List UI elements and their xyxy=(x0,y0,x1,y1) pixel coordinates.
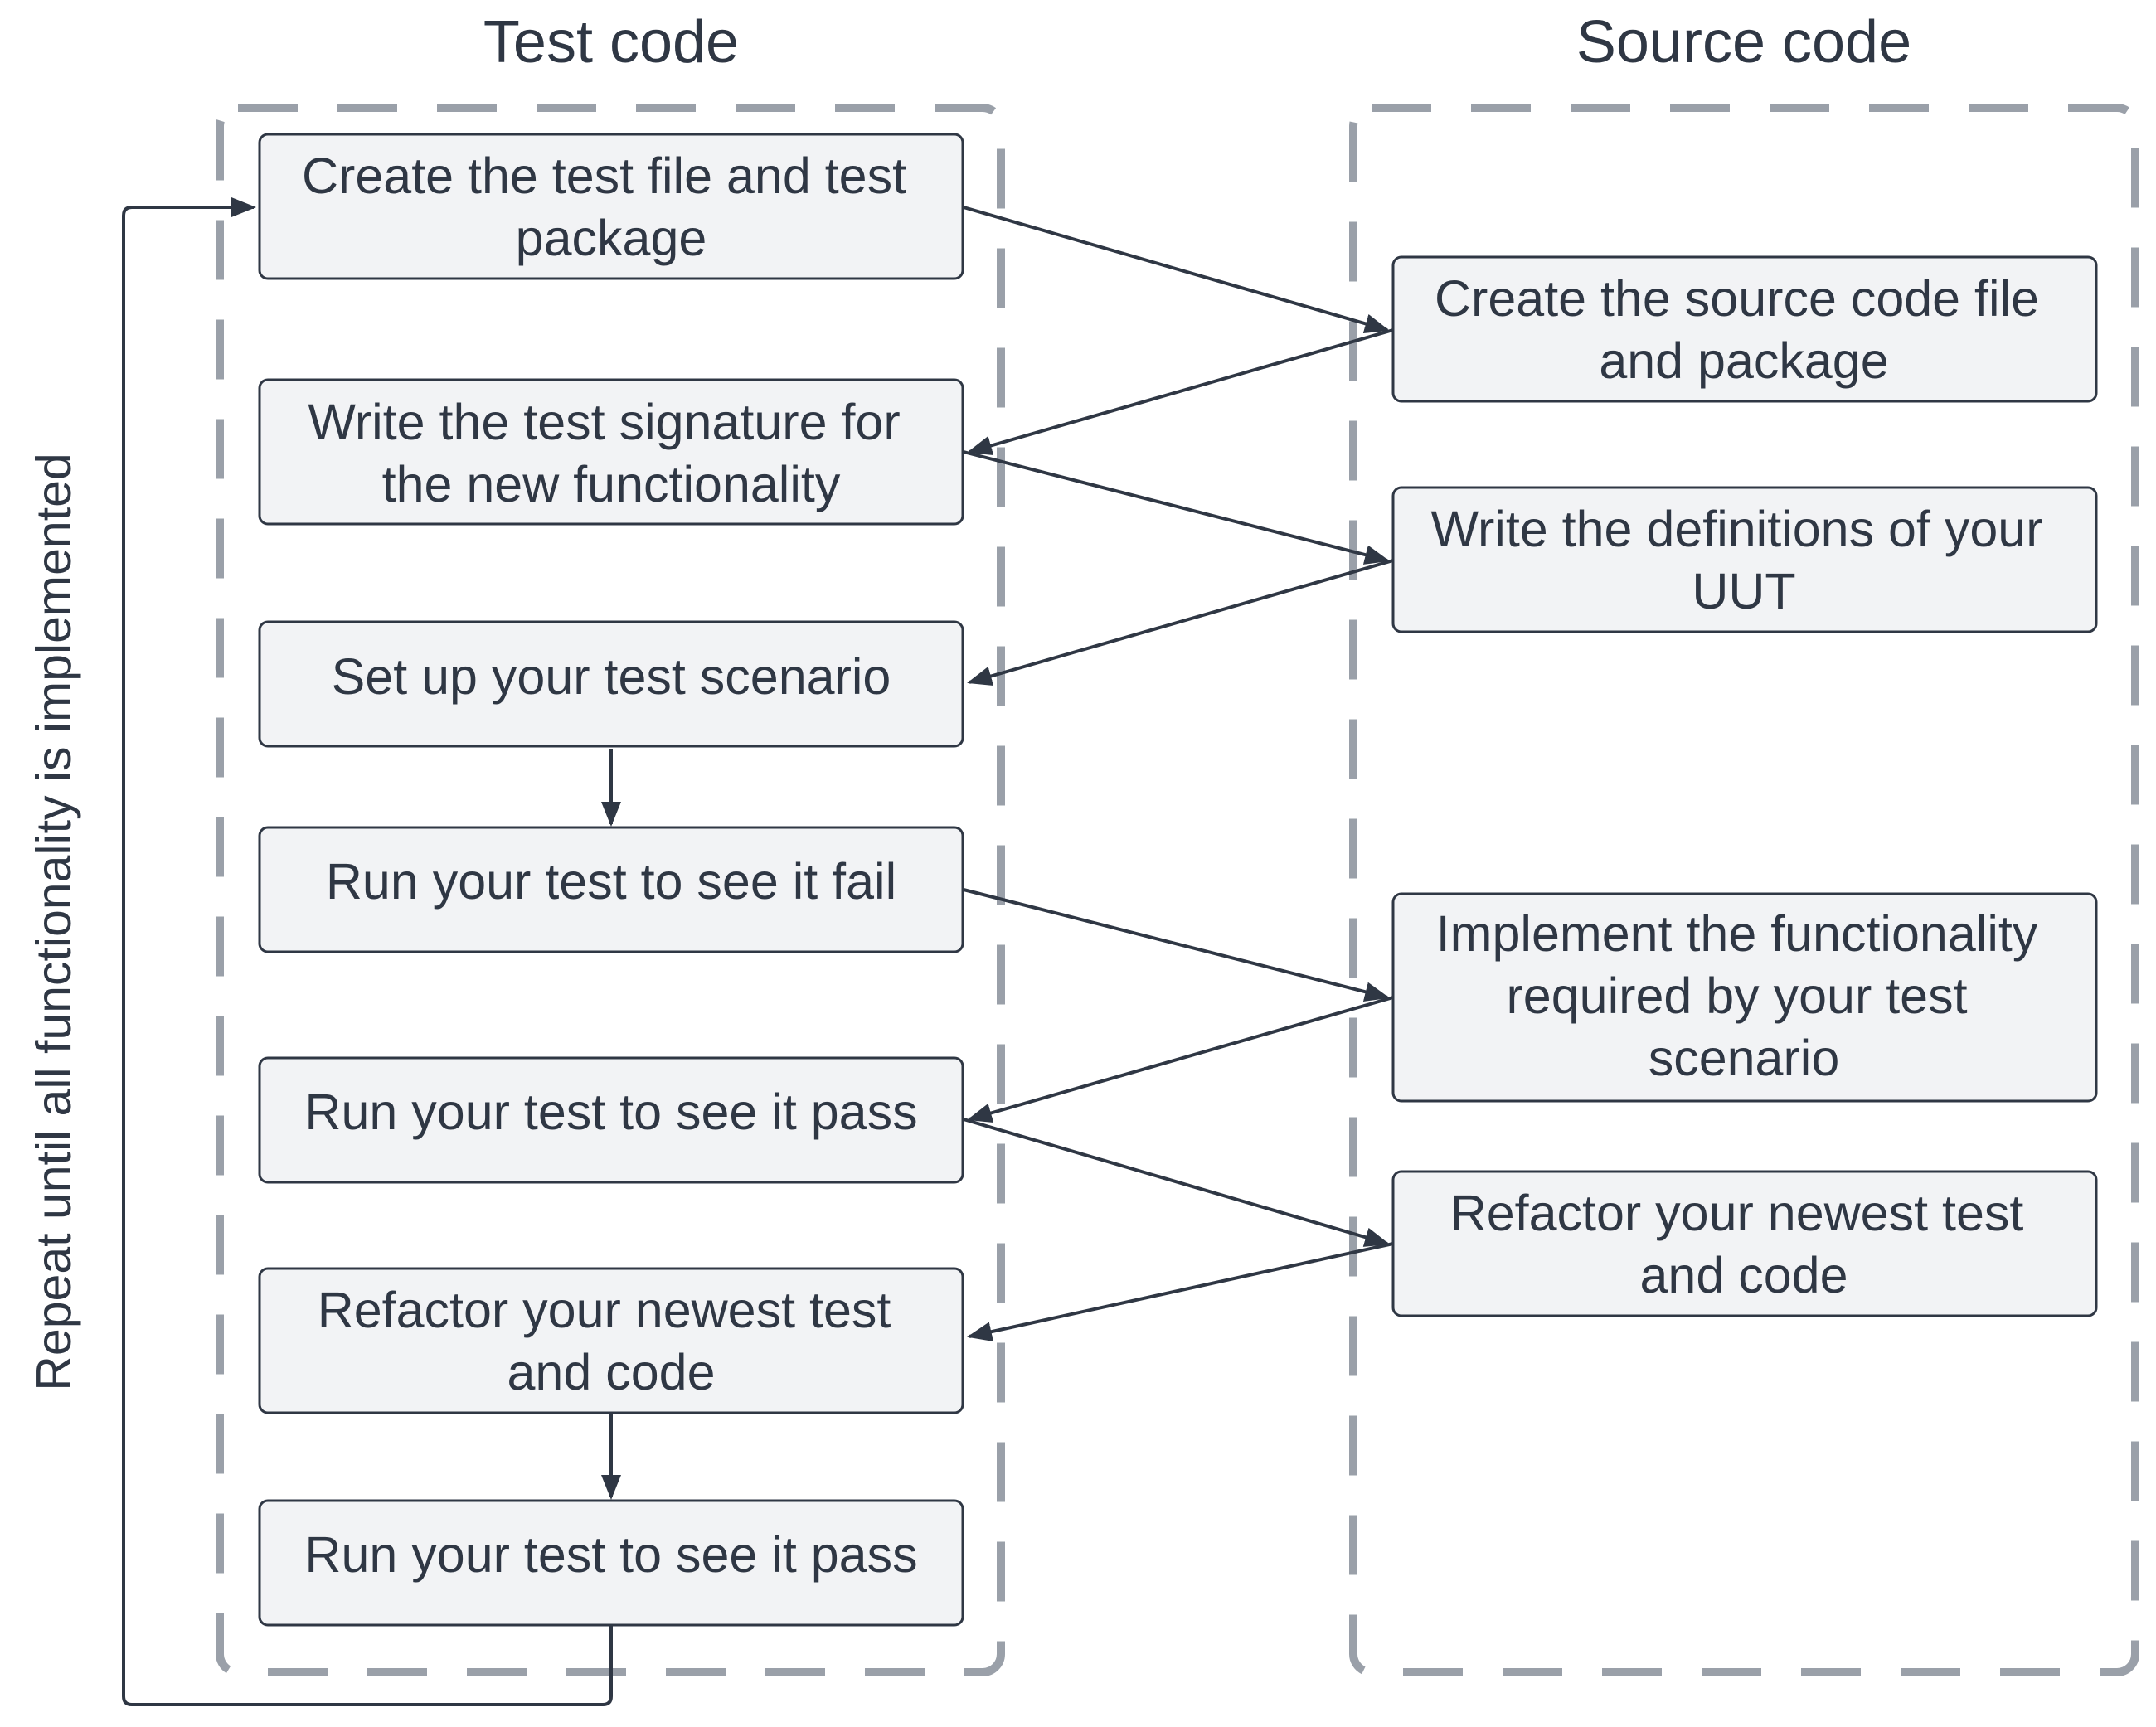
step-line: Create the source code file xyxy=(1435,270,2039,327)
loop-back-connector xyxy=(122,197,613,1706)
step-line: package xyxy=(516,210,707,266)
step-line: scenario xyxy=(1649,1030,1840,1086)
step-line: Write the definitions of your xyxy=(1431,501,2043,557)
arrow-source-definitions-to-test-setup xyxy=(967,559,1394,686)
step-test-run-fail: Run your test to see it fail xyxy=(258,826,964,953)
step-line: Set up your test scenario xyxy=(332,648,891,705)
step-source-implement: Implement the functionality required by … xyxy=(1391,892,2098,1103)
arrow-test-fail-to-source-implement xyxy=(963,888,1390,1002)
step-test-run-pass-2: Run your test to see it pass xyxy=(258,1499,964,1627)
step-source-write-definitions: Write the definitions of your UUT xyxy=(1391,486,2098,633)
arrow-source-create-to-test-signature xyxy=(967,328,1394,456)
lane-title-test-code: Test code xyxy=(483,9,739,75)
svg-text:Refactor your newest test: Refactor your newest test and code xyxy=(1450,1185,2038,1303)
svg-text:Run your test to see it fail: Run your test to see it fail xyxy=(326,853,896,910)
step-line: Run your test to see it pass xyxy=(304,1084,917,1140)
svg-text:Implement the functionality: Implement the functionality required by … xyxy=(1436,905,2052,1086)
step-line: UUT xyxy=(1692,563,1795,619)
svg-text:Run your test to see it pass: Run your test to see it pass xyxy=(304,1084,917,1140)
lane-title-source-code: Source code xyxy=(1576,9,1911,75)
svg-text:Create the source code file: Create the source code file and package xyxy=(1435,270,2053,389)
step-line: Run your test to see it fail xyxy=(326,853,896,910)
arrow-source-implement-to-test-pass xyxy=(967,996,1394,1123)
svg-text:Run your test to see it pass: Run your test to see it pass xyxy=(304,1526,917,1583)
step-source-refactor: Refactor your newest test and code xyxy=(1391,1170,2098,1317)
lane-source-code xyxy=(1349,104,2139,1676)
step-line: and code xyxy=(507,1344,716,1400)
loop-label: Repeat until all functionality is implem… xyxy=(27,453,81,1390)
arrow-test-pass-to-source-refactor xyxy=(963,1118,1390,1247)
step-line: Implement the functionality xyxy=(1436,905,2038,962)
step-line: Write the test signature for xyxy=(308,394,900,450)
step-line: and package xyxy=(1599,332,1888,389)
step-test-create-file: Create the test file and test package xyxy=(258,133,964,280)
step-test-setup-scenario: Set up your test scenario xyxy=(258,620,964,748)
step-line: required by your test xyxy=(1506,968,1967,1024)
step-test-write-signature: Write the test signature for the new fun… xyxy=(258,378,964,526)
step-line: Refactor your newest test xyxy=(1450,1185,2024,1241)
step-line: and code xyxy=(1640,1247,1848,1303)
svg-text:Write the test signature for: Write the test signature for the new fun… xyxy=(308,394,914,512)
arrow-test-create-to-source-create xyxy=(963,206,1390,334)
arrow-source-refactor-to-test-refactor xyxy=(967,1242,1394,1341)
step-test-refactor: Refactor your newest test and code xyxy=(258,1267,964,1414)
step-source-create-file: Create the source code file and package xyxy=(1391,255,2098,403)
step-line: Refactor your newest test xyxy=(318,1282,891,1338)
step-line: Create the test file and test xyxy=(302,148,906,204)
step-line: the new functionality xyxy=(382,456,841,512)
svg-text:Write the definitions of your: Write the definitions of your UUT xyxy=(1431,501,2057,619)
step-line: Run your test to see it pass xyxy=(304,1526,917,1583)
step-test-run-pass-1: Run your test to see it pass xyxy=(258,1056,964,1184)
svg-text:Refactor your newest test: Refactor your newest test and code xyxy=(318,1282,906,1400)
svg-text:Create the test file and test: Create the test file and test package xyxy=(302,148,920,266)
arrow-test-signature-to-source-definitions xyxy=(963,450,1390,565)
svg-text:Set up your test scenario: Set up your test scenario xyxy=(332,648,891,705)
